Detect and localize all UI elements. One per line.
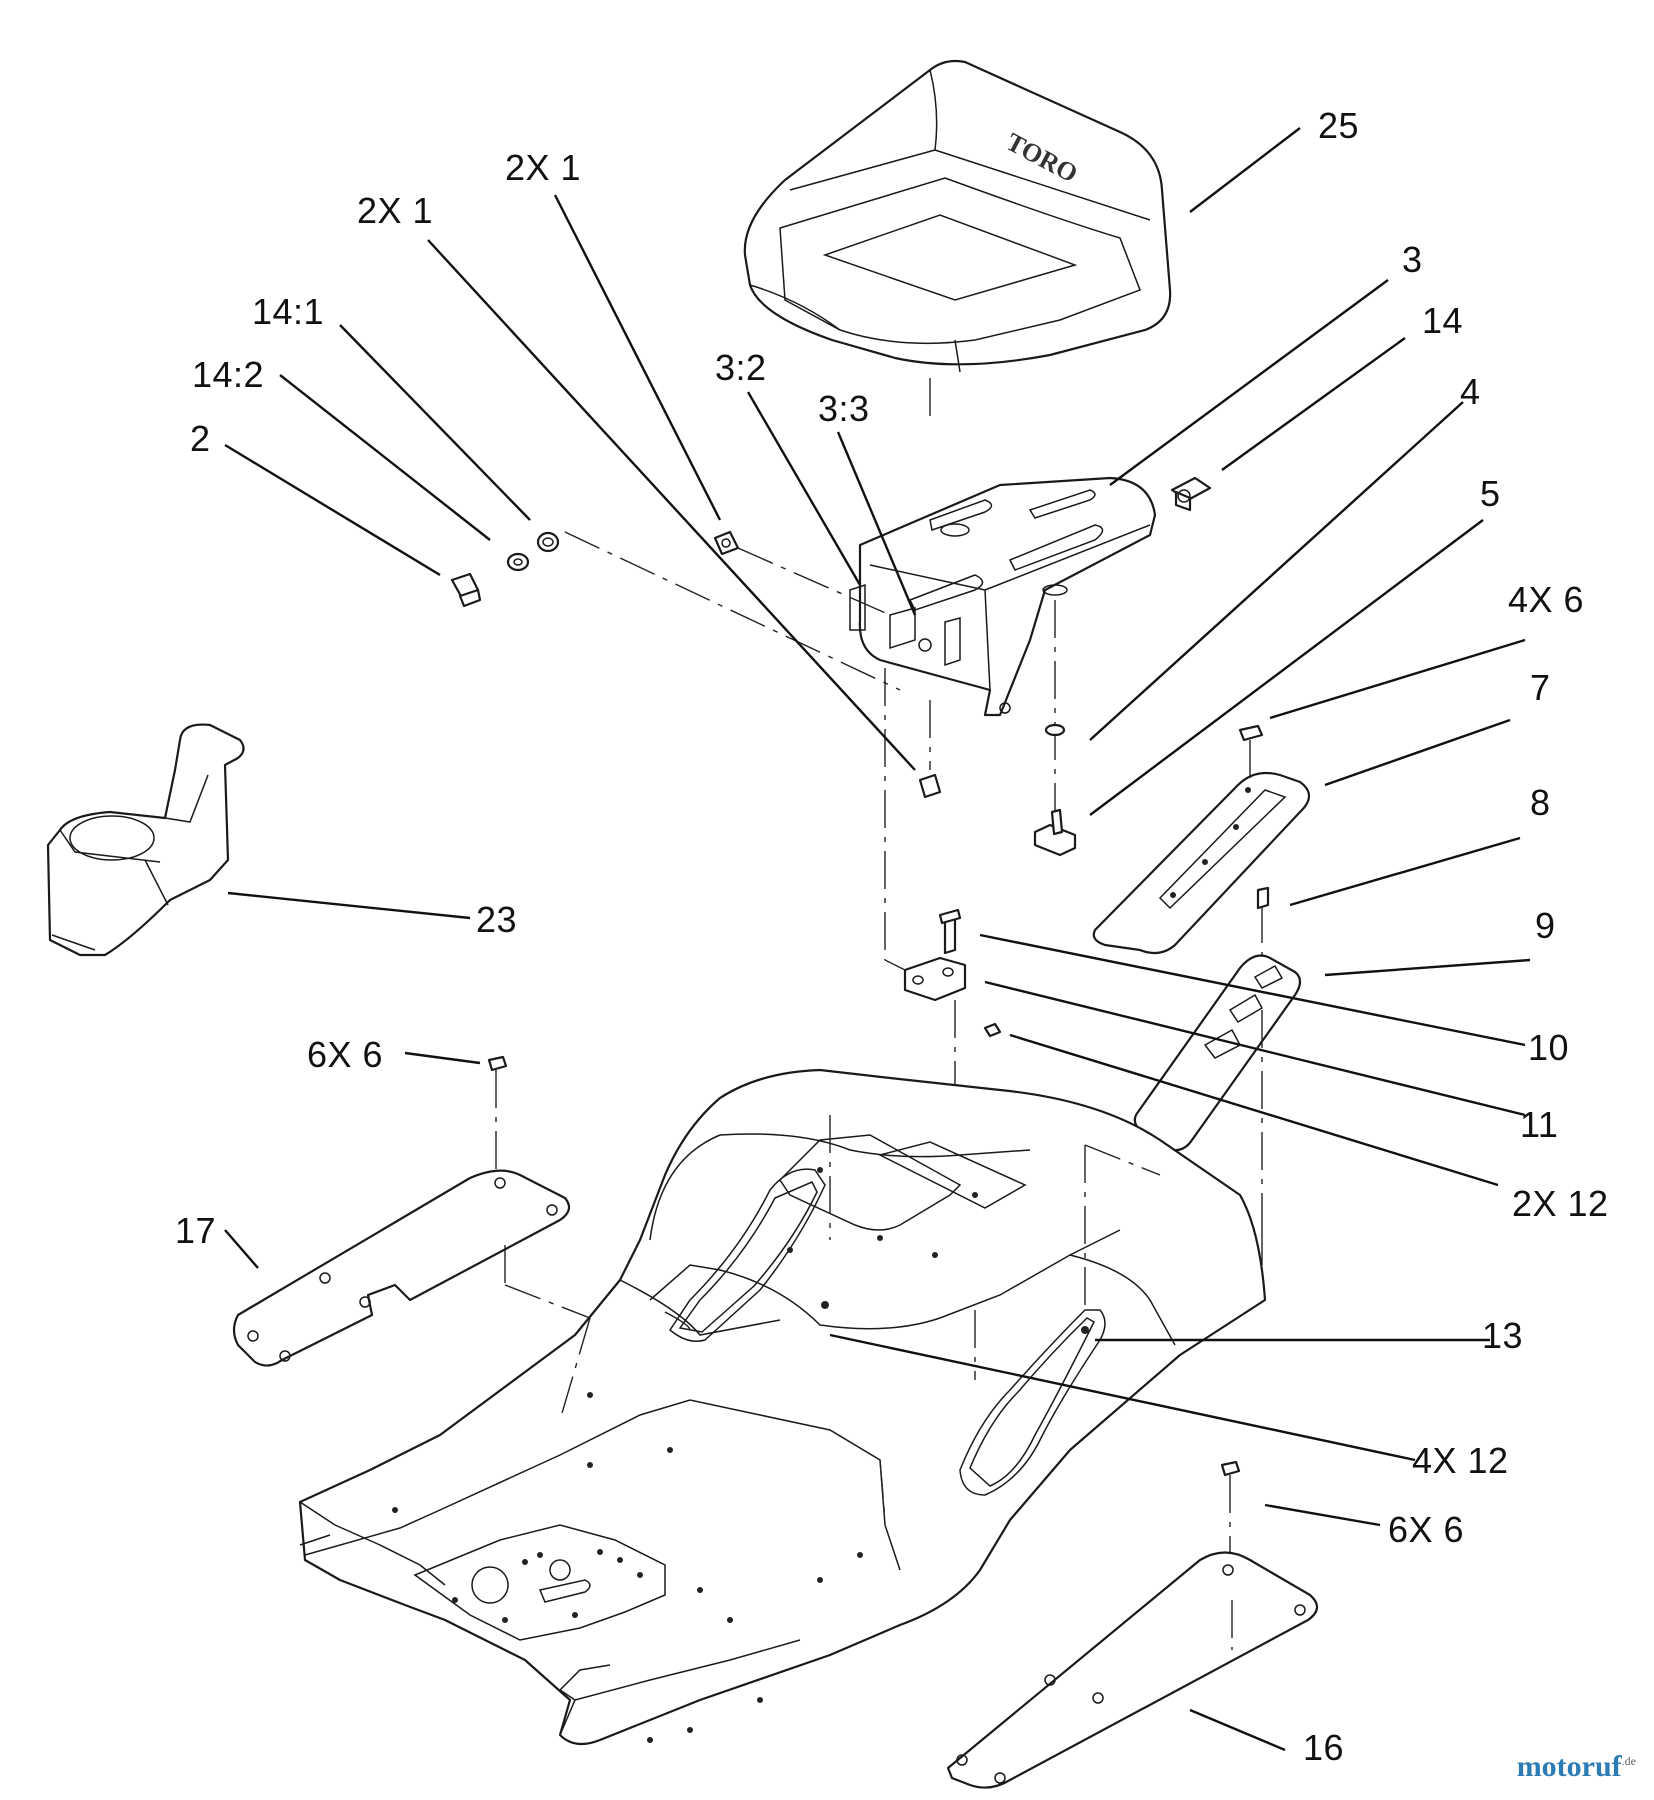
callout-4x12: 4X 12 (1412, 1440, 1509, 1481)
watermark-logo: motoruf.de (1517, 1750, 1636, 1784)
screw-4x6-part (1238, 724, 1264, 742)
callout-2x1-upper: 2X 1 (505, 147, 582, 188)
fender-pan-part (298, 1068, 1267, 1746)
seat-knob-part (1033, 808, 1077, 857)
callout-3-2: 3:2 (715, 347, 767, 388)
washer-part (1044, 723, 1066, 737)
callout-2: 2 (190, 418, 211, 459)
leader-lines (224, 127, 1531, 1752)
callout-25: 25 (1318, 105, 1360, 146)
callout-2x12: 2X 12 (1512, 1183, 1609, 1224)
seat-bracket-part (903, 908, 1002, 1038)
callout-14-2: 14:2 (192, 354, 265, 395)
watermark-suffix: .de (1621, 1754, 1636, 1768)
callout-9: 9 (1535, 905, 1556, 946)
callout-23: 23 (476, 899, 518, 940)
pivot-hardware-part (450, 531, 560, 608)
callout-13: 13 (1482, 1315, 1524, 1356)
screw-6x6-left-part (487, 1055, 508, 1072)
callout-16: 16 (1303, 1727, 1345, 1768)
callout-10: 10 (1528, 1027, 1570, 1068)
callout-3: 3 (1402, 239, 1423, 280)
callout-6x6-right: 6X 6 (1388, 1509, 1465, 1550)
floor-pad-left-part (232, 1169, 571, 1367)
watermark-name: motoruf (1516, 1750, 1622, 1783)
callout-14: 14 (1422, 300, 1464, 341)
callout-11: 11 (1520, 1104, 1559, 1145)
callout-4x6: 4X 6 (1508, 579, 1585, 620)
seat-adjust-knob-part (1170, 476, 1212, 512)
callout-2x1-lower: 2X 1 (357, 190, 434, 231)
callout-14-1: 14:1 (252, 291, 325, 332)
screw-6x6-right-part (1220, 1460, 1241, 1477)
screw-8-part (1256, 886, 1270, 910)
callout-5: 5 (1480, 473, 1501, 514)
bolt-upper-part (713, 530, 740, 556)
callout-8: 8 (1530, 782, 1551, 823)
callout-4: 4 (1460, 371, 1481, 412)
callout-3-3: 3:3 (818, 388, 870, 429)
callout-6x6-left: 6X 6 (307, 1034, 384, 1075)
callout-7: 7 (1530, 667, 1551, 708)
seat-track-plate-part (1092, 771, 1311, 955)
seat-part: TORO (743, 59, 1172, 373)
bolt-lower-part (918, 773, 942, 799)
callout-17: 17 (175, 1210, 217, 1251)
cup-holder-part (46, 723, 245, 957)
floor-pad-right-part (946, 1551, 1319, 1789)
seat-pan-part (849, 476, 1157, 717)
